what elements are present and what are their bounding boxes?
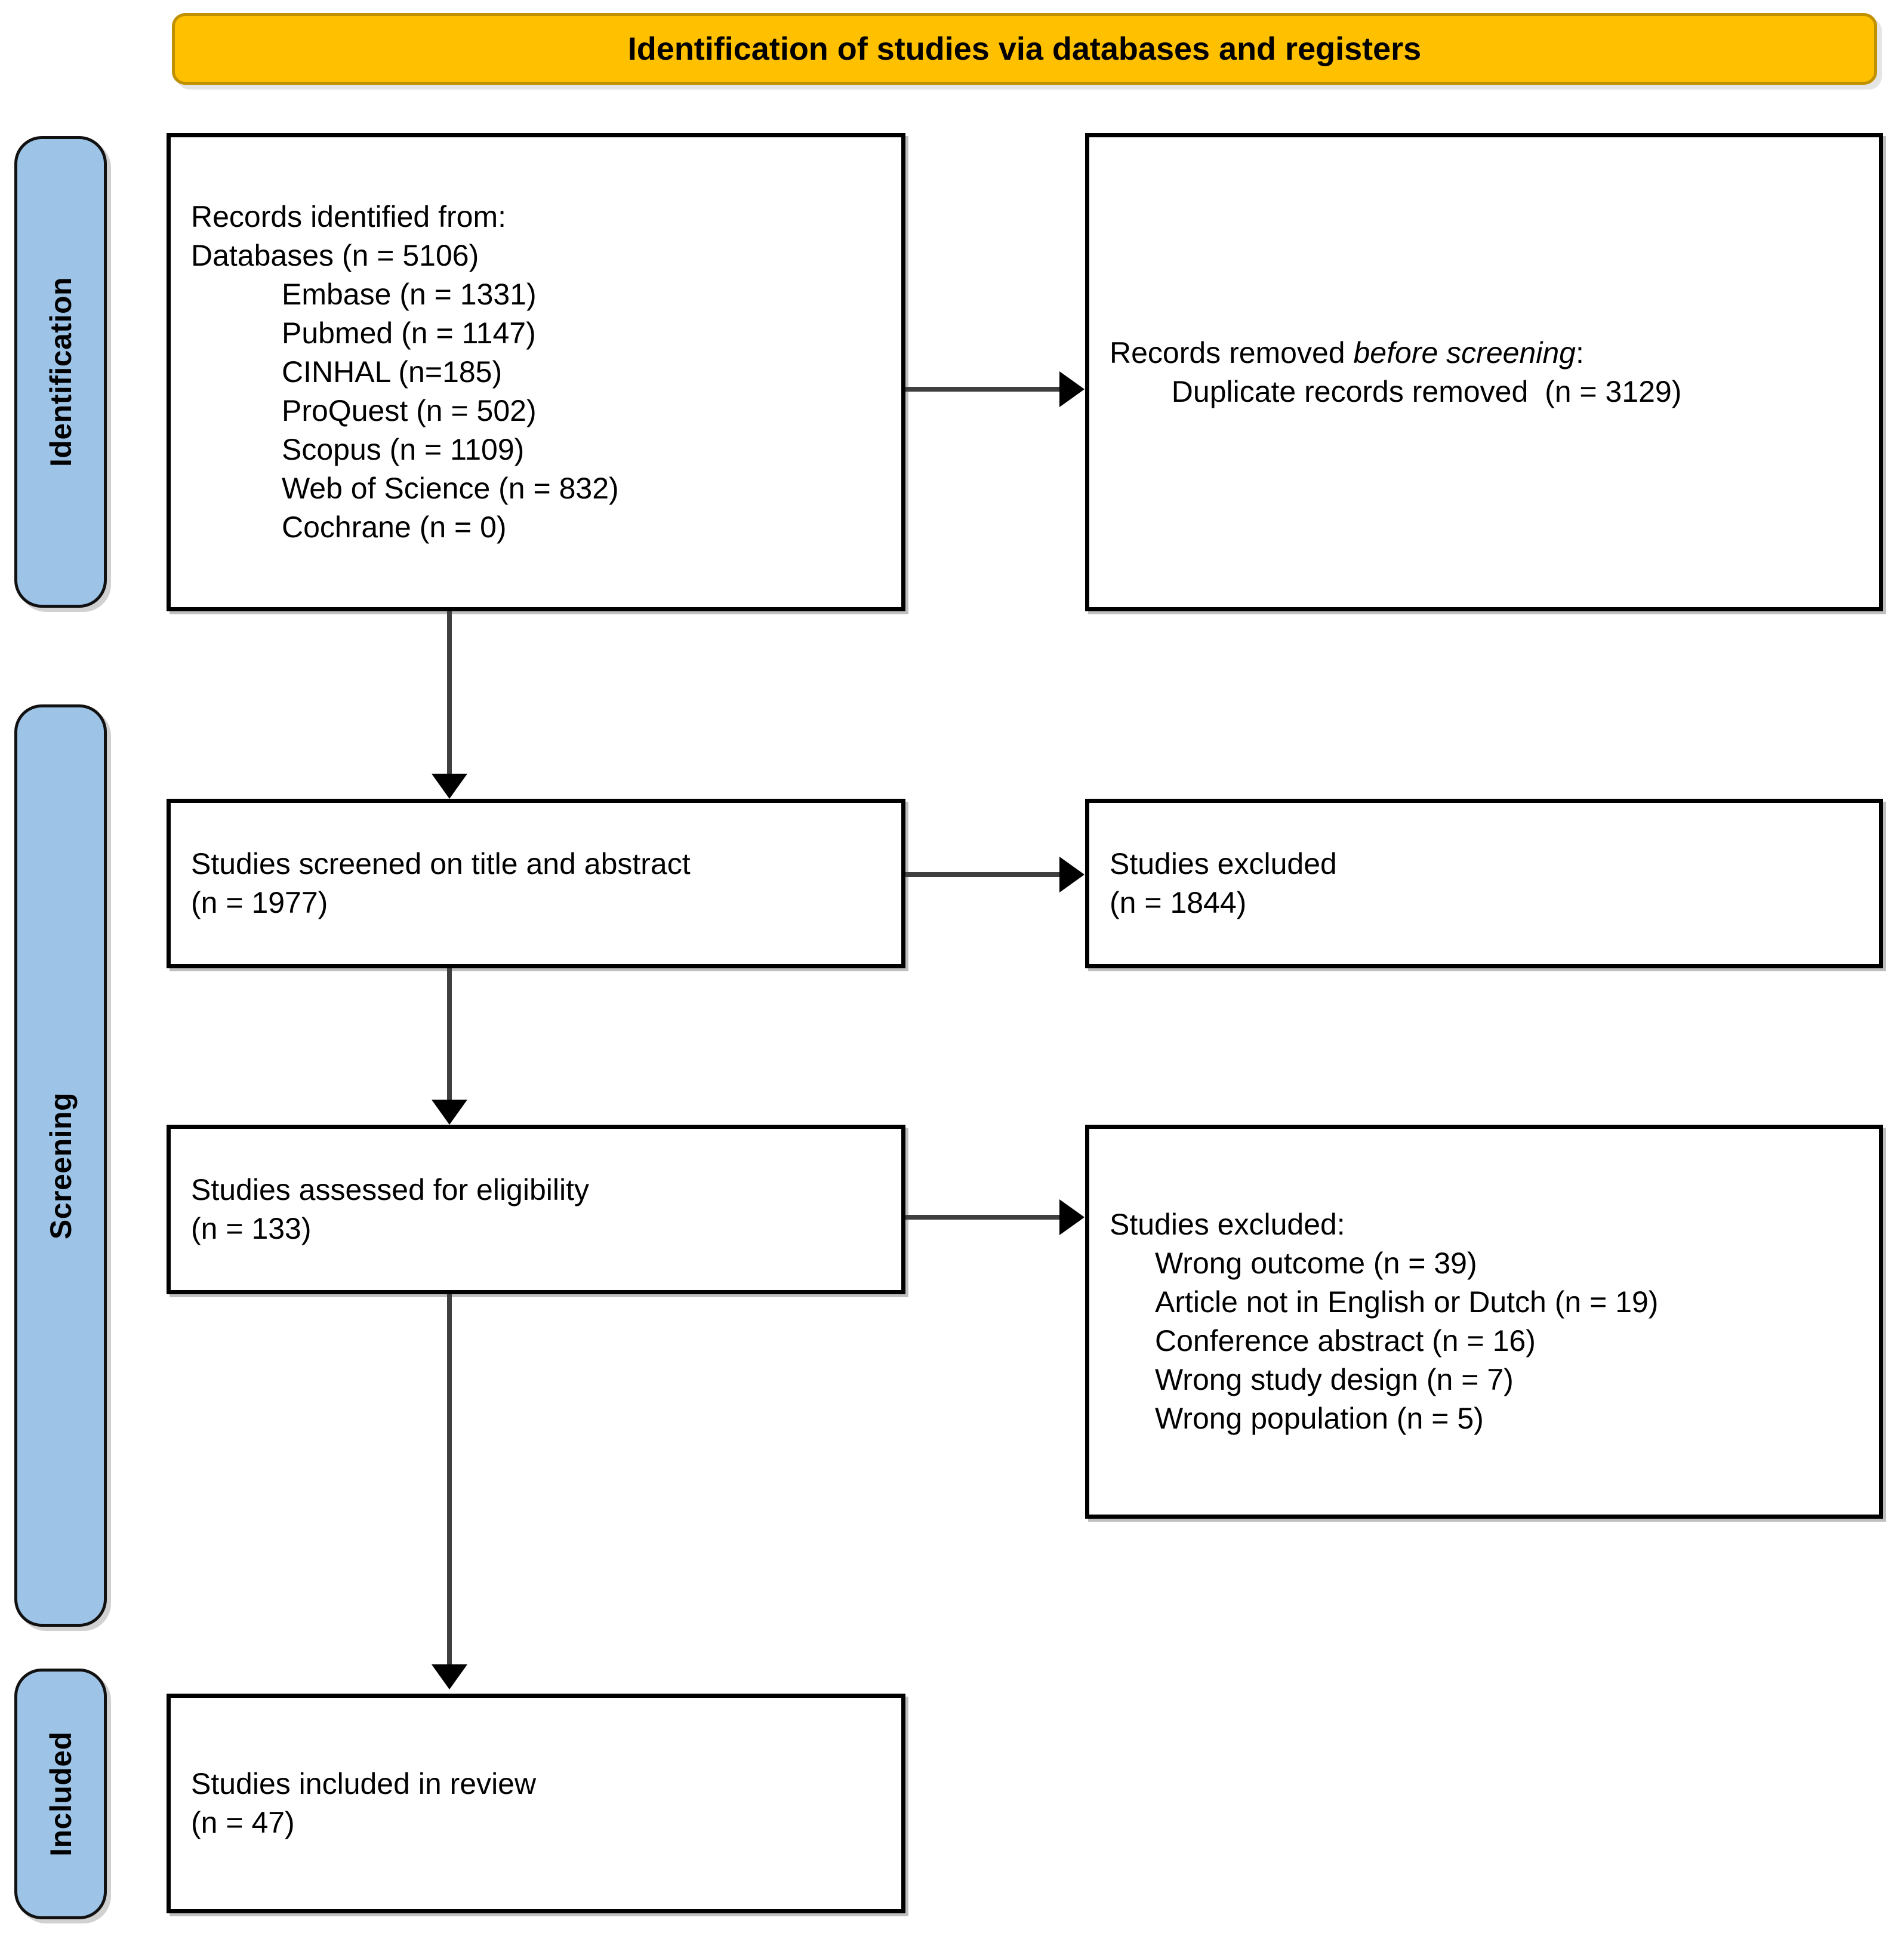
records-identified-source-scopus: Scopus (n = 1109)	[282, 433, 525, 466]
arrow-head-identified-to-screened-icon	[432, 774, 467, 799]
arrow-head-screened-to-eligibility-icon	[432, 1100, 467, 1125]
records-removed-heading-emphasis: before screening	[1353, 336, 1576, 370]
arrow-head-screened-to-excluded-icon	[1059, 857, 1085, 892]
records-identified-line-1: Databases (n = 5106)	[191, 239, 479, 272]
studies-included-count: (n = 47)	[191, 1806, 295, 1839]
arrow-head-identified-to-removed-icon	[1059, 371, 1085, 407]
records-identified-line-0: Records identified from:	[191, 200, 507, 233]
arrow-eligibility-to-excluded	[905, 1215, 1059, 1220]
identification-banner: Identification of studies via databases …	[172, 13, 1877, 85]
records-removed-heading-prefix: Records removed	[1110, 336, 1354, 370]
arrow-screened-to-excluded	[905, 872, 1059, 877]
studies-screened-count: (n = 1977)	[191, 886, 328, 919]
phase-label-identification: Identification	[44, 276, 78, 467]
records-removed-heading-suffix: :	[1575, 336, 1584, 370]
exclusion-reason-study-design: Wrong study design (n = 7)	[1155, 1363, 1514, 1396]
phase-pill-included: Included	[14, 1669, 107, 1919]
records-removed-duplicates: Duplicate records removed (n = 3129)	[1155, 374, 1682, 408]
phase-pill-screening: Screening	[14, 704, 107, 1627]
arrow-head-eligibility-to-included-icon	[432, 1664, 467, 1689]
box-studies-eligibility: Studies assessed for eligibility (n = 13…	[167, 1125, 905, 1294]
records-identified-source-embase: Embase (n = 1331)	[282, 278, 537, 311]
records-identified-source-cochrane: Cochrane (n = 0)	[282, 510, 507, 544]
exclusion-reason-population: Wrong population (n = 5)	[1155, 1402, 1484, 1435]
studies-included-line-0: Studies included in review	[191, 1767, 537, 1800]
studies-eligibility-count: (n = 133)	[191, 1212, 312, 1245]
records-identified-source-cinhal: CINHAL (n=185)	[282, 355, 503, 389]
box-studies-screened: Studies screened on title and abstract (…	[167, 799, 905, 968]
exclusion-reason-wrong-outcome: Wrong outcome (n = 39)	[1155, 1246, 1477, 1280]
records-identified-source-proquest: ProQuest (n = 502)	[282, 394, 537, 427]
arrow-head-eligibility-to-excluded-icon	[1059, 1199, 1085, 1235]
box-studies-excluded-screening: Studies excluded (n = 1844)	[1085, 799, 1883, 968]
arrow-screened-to-eligibility	[447, 968, 452, 1100]
box-studies-excluded-eligibility: Studies excluded: Wrong outcome (n = 39)…	[1085, 1125, 1883, 1519]
records-identified-source-web-of-science: Web of Science (n = 832)	[282, 472, 619, 505]
arrow-identified-to-screened	[447, 611, 452, 774]
box-records-removed: Records removed before screening: Duplic…	[1085, 133, 1883, 611]
exclusion-reason-language: Article not in English or Dutch (n = 19)	[1155, 1285, 1659, 1319]
phase-pill-identification: Identification	[14, 136, 107, 608]
phase-label-included: Included	[44, 1731, 78, 1857]
studies-screened-line-0: Studies screened on title and abstract	[191, 847, 691, 881]
studies-excluded-screening-line-0: Studies excluded	[1110, 847, 1337, 881]
banner-title: Identification of studies via databases …	[627, 31, 1422, 67]
exclusion-reason-conference-abstract: Conference abstract (n = 16)	[1155, 1324, 1536, 1358]
box-studies-included: Studies included in review (n = 47)	[167, 1694, 905, 1913]
studies-excluded-screening-count: (n = 1844)	[1110, 886, 1247, 919]
arrow-eligibility-to-included	[447, 1294, 452, 1664]
arrow-identified-to-removed	[905, 387, 1059, 392]
studies-eligibility-line-0: Studies assessed for eligibility	[191, 1173, 589, 1206]
phase-label-screening: Screening	[44, 1092, 78, 1239]
box-records-identified: Records identified from: Databases (n = …	[167, 133, 905, 611]
studies-excluded-eligibility-heading: Studies excluded:	[1110, 1208, 1345, 1241]
records-identified-source-pubmed: Pubmed (n = 1147)	[282, 316, 536, 350]
records-removed-heading: Records removed before screening:	[1110, 334, 1859, 373]
